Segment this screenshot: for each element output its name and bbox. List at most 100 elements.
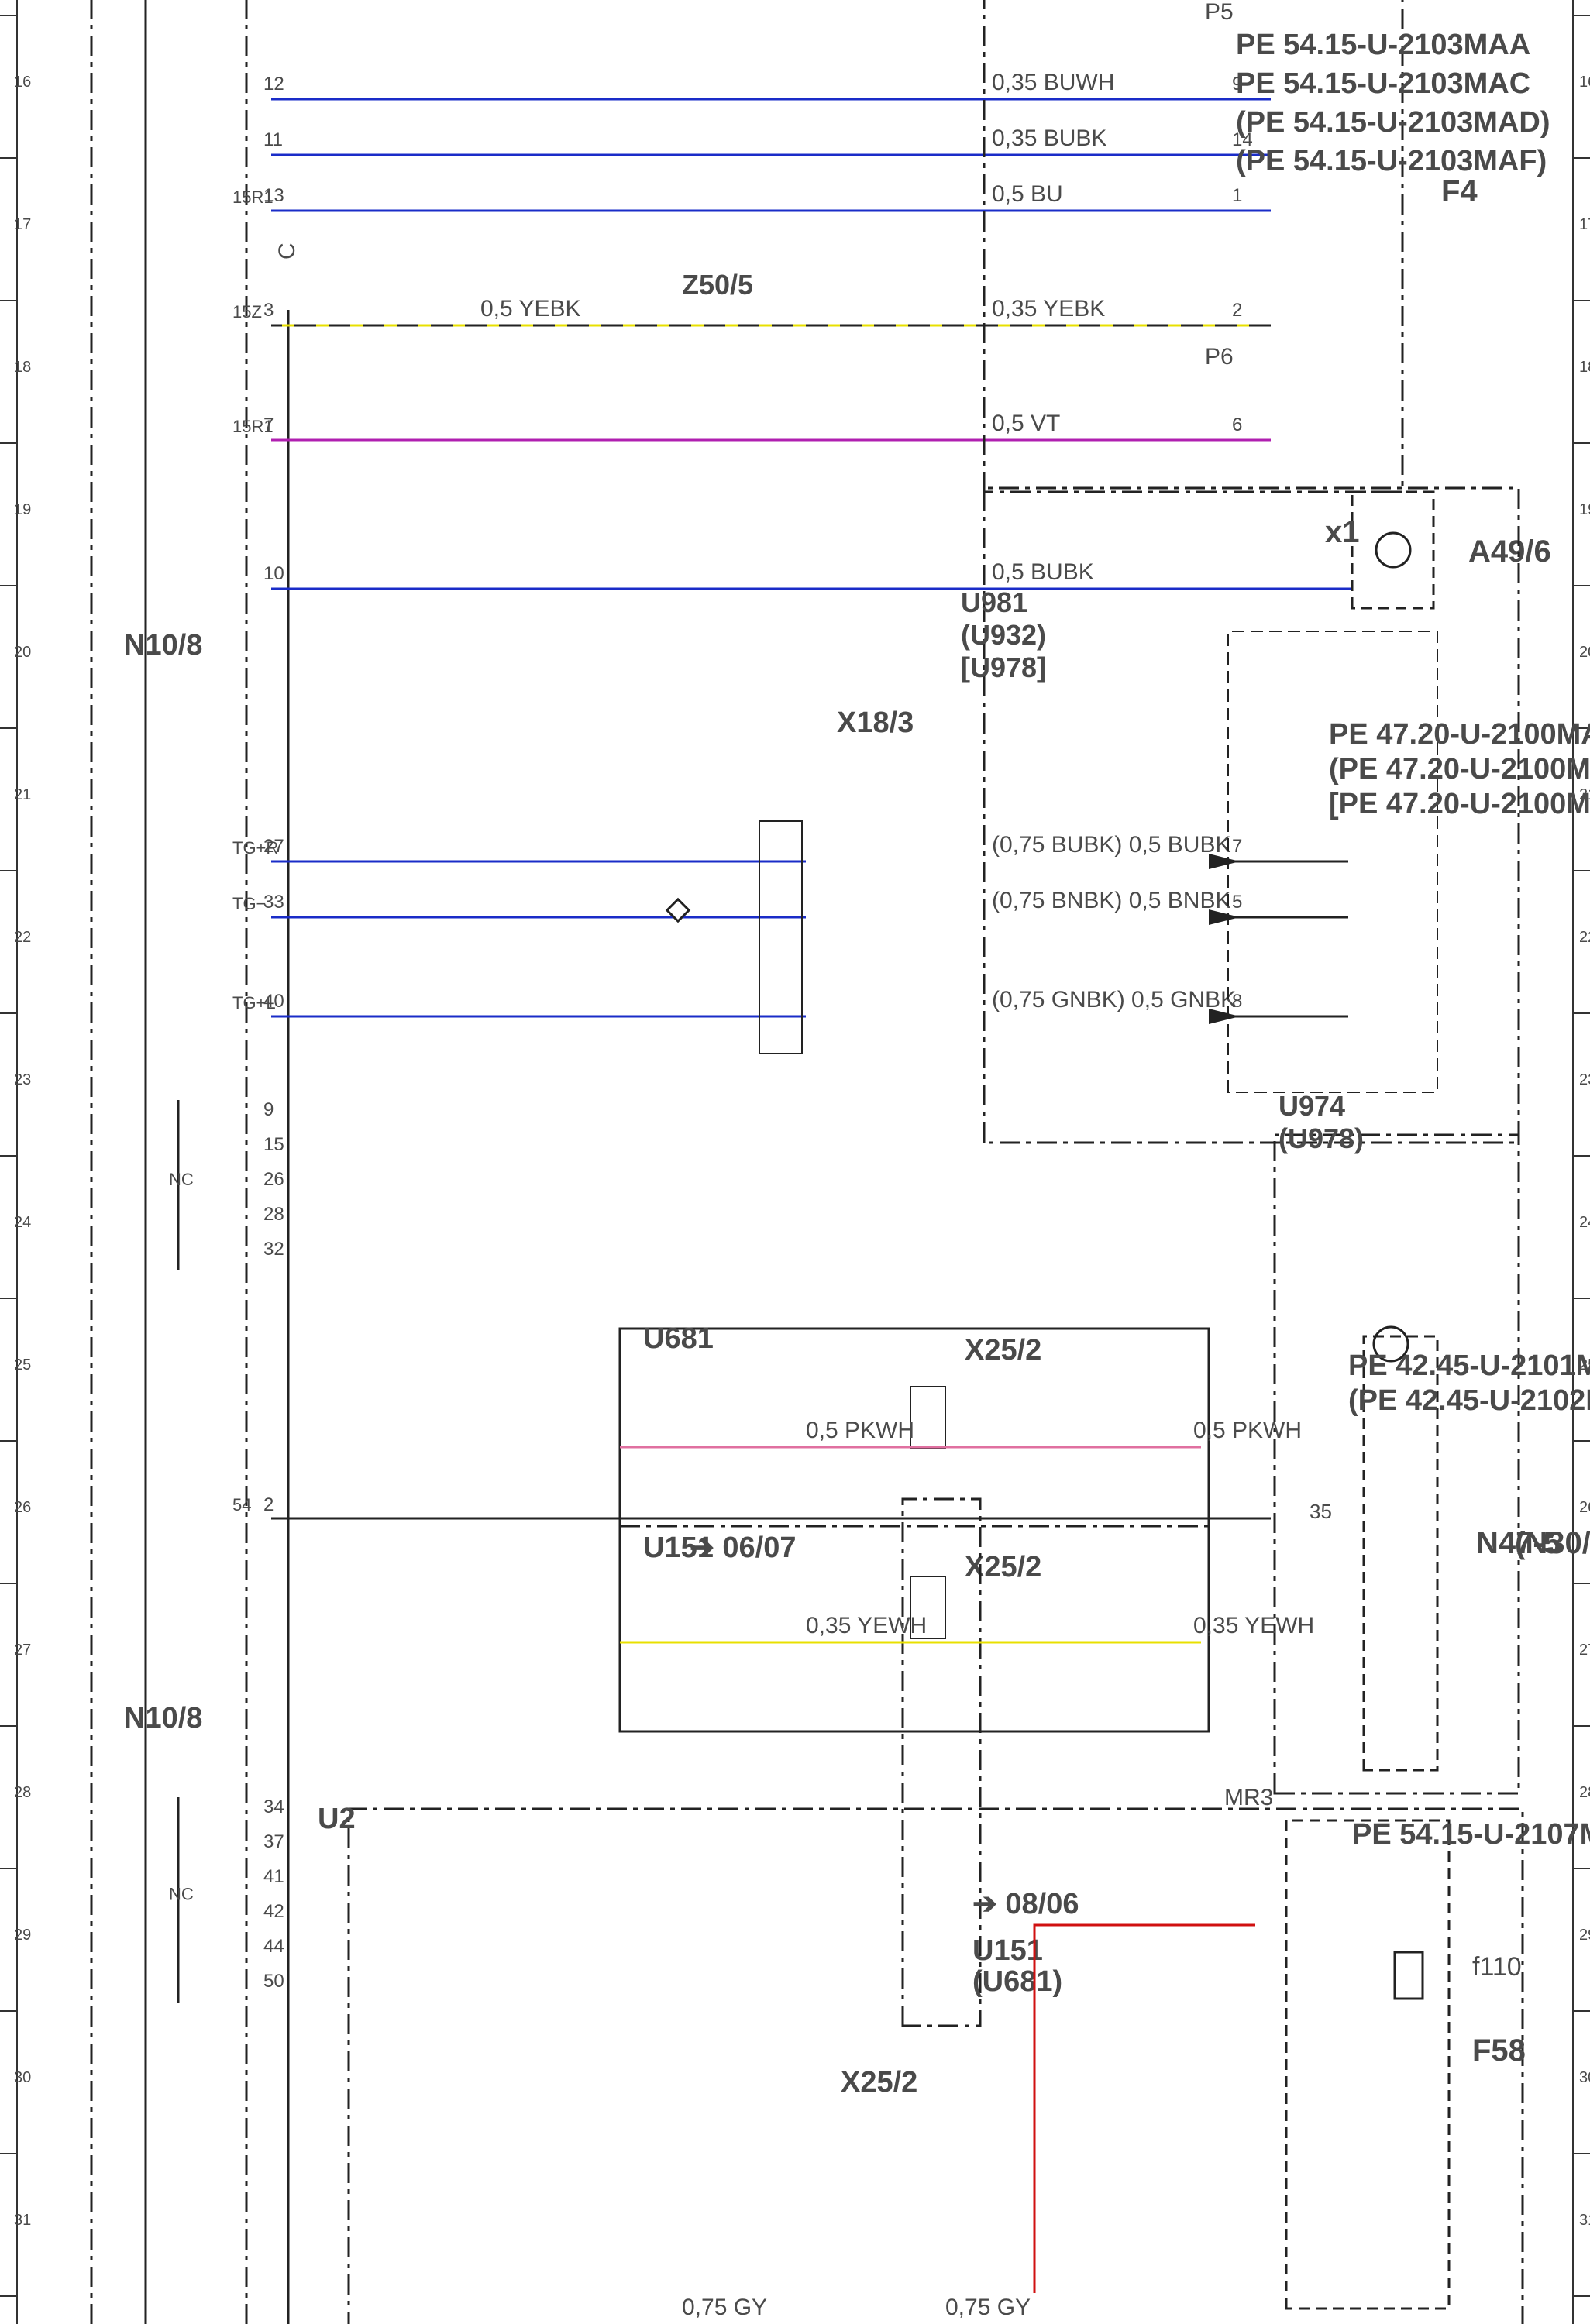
u2-block: U2 MR3 F58 f110 PE 54.15-U-2107MAB ➔ 08/… xyxy=(318,1497,1590,2324)
u2-label: U2 xyxy=(318,1803,356,1835)
signal-arrow-icon xyxy=(1209,854,1240,869)
nc-label: NC xyxy=(169,1170,194,1189)
nc-label: NC xyxy=(169,1885,194,1904)
wire-label: 0,35 YEBK xyxy=(992,296,1105,321)
u981-pe-ref: [PE 47.20-U-2100MAC] xyxy=(1329,788,1590,820)
pkwh-right-label: 0,5 PKWH xyxy=(806,1418,914,1443)
ruler-tick-top: 28 xyxy=(14,1784,31,1801)
x25-2-bottom-label: X25/2 xyxy=(965,1551,1041,1583)
wire-right-pin: 7 xyxy=(263,414,274,435)
u681-code: U681 xyxy=(643,1322,714,1355)
ruler-tick-bottom: 28 xyxy=(1579,1784,1590,1801)
ruler-tick-bottom: 30 xyxy=(1579,2069,1590,2086)
wire-label: 0,35 BUWH xyxy=(992,70,1114,95)
ruler-tick-bottom: 19 xyxy=(1579,501,1590,518)
wire-right-pin: 13 xyxy=(263,185,284,206)
nc-pin: 44 xyxy=(263,1936,284,1957)
f58-label: F58 xyxy=(1472,2033,1526,2068)
a49-6-label: A49/6 xyxy=(1468,535,1551,569)
nc-pin: 41 xyxy=(263,1866,284,1887)
n47-5-antenna-icon xyxy=(1372,1325,1409,1363)
ruler-tick-top: 27 xyxy=(14,1642,31,1659)
wire-label: (0,75 GNBK) 0,5 GNBK xyxy=(992,987,1236,1012)
nc-pin: 9 xyxy=(263,1099,274,1120)
ruler-tick-top: 21 xyxy=(14,786,31,803)
nc-pin: 32 xyxy=(263,1239,284,1260)
wire-label: (0,75 BUBK) 0,5 BUBK xyxy=(992,832,1230,858)
f4-pe-ref: (PE 54.15-U-2103MAD) xyxy=(1236,106,1550,139)
x25-2-lower-label: X25/2 xyxy=(841,2066,917,2099)
n47-5-alt-label: (N30/6) xyxy=(1515,1526,1590,1560)
a49-6-component: A49/6 x1 xyxy=(1325,490,1551,610)
n47-5-pin: 35 xyxy=(1310,1500,1332,1523)
wire-right-pin: 40 xyxy=(263,991,284,1012)
pin54-term: 54 xyxy=(232,1495,251,1514)
wire-left-pin: 7 xyxy=(1232,836,1242,857)
pkwh-left-label: 0,5 PKWH xyxy=(1193,1418,1302,1443)
wire-left-pin: 6 xyxy=(1232,414,1242,435)
wire-right-pin: 11 xyxy=(263,129,283,150)
ruler-tick-top: 25 xyxy=(14,1356,31,1373)
ruler-tick-top: 17 xyxy=(14,216,31,233)
f4-pe-ref: PE 54.15-U-2103MAA xyxy=(1236,29,1530,61)
connector-c-label: C xyxy=(274,242,300,260)
f4-block: F4 P5 P6 (PE 54.15-U-2103MAF)(PE 54.15-U… xyxy=(983,0,1550,493)
red-supply-wire xyxy=(1033,1923,1255,2293)
ruler-tick-top: 29 xyxy=(14,1927,31,1944)
wire-right-pin: 12 xyxy=(263,74,284,95)
ruler-tick-bottom: 31 xyxy=(1579,2212,1590,2229)
ruler-tick-bottom: 23 xyxy=(1579,1071,1590,1088)
wire-terminal: TG− xyxy=(232,894,266,913)
nc-pin: 15 xyxy=(263,1134,284,1155)
ruler-tick-top: 24 xyxy=(14,1214,31,1231)
wire-terminal: 15Z xyxy=(232,302,262,321)
ruler-tick-top: 26 xyxy=(14,1499,31,1516)
wire-label: 0,5 VT xyxy=(992,411,1060,436)
ruler-tick-top: 23 xyxy=(14,1071,31,1088)
u151-code: U151 xyxy=(643,1532,714,1564)
wire-terminal: TG+R xyxy=(232,838,278,858)
u981-code: (U932) xyxy=(961,619,1046,651)
f110-label: f110 xyxy=(1472,1952,1522,1982)
n47-5-pe-refs: (PE 42.45-U-2102MAA)PE 42.45-U-2101MAA xyxy=(1348,1349,1590,1417)
ruler-tick-bottom: 22 xyxy=(1579,929,1590,946)
n10-8-label-b: N10/8 xyxy=(124,1702,202,1734)
u981-block: U981(U932)[U978] [PE 47.20-U-2100MAC](PE… xyxy=(759,486,1590,1144)
wire-right-pin: 33 xyxy=(263,892,284,913)
wire-left-pin: 5 xyxy=(1232,892,1242,913)
wire-label-b: 0,5 YEBK xyxy=(480,296,581,321)
signal-arrow-icon xyxy=(1209,1009,1240,1024)
wire-left-pin: 1 xyxy=(1232,185,1242,206)
yewh-left-label: 0,35 YEWH xyxy=(1193,1613,1314,1638)
u981-code: U981 xyxy=(961,586,1027,618)
u981-pe-refs: [PE 47.20-U-2100MAC](PE 47.20-U-2100MAB)… xyxy=(1329,718,1590,820)
wire-label: 0,35 BUBK xyxy=(992,125,1106,151)
yewh-right-label: 0,35 YEWH xyxy=(806,1613,927,1638)
u981-pe-ref: PE 47.20-U-2100MAA xyxy=(1329,718,1590,751)
u151-lower-code: U151 xyxy=(972,1934,1043,1967)
ruler-tick-top: 31 xyxy=(14,2212,31,2229)
ruler-tick-bottom: 20 xyxy=(1579,644,1590,661)
u981-code: [U978] xyxy=(961,651,1046,683)
z50-5-splice-icon xyxy=(665,897,691,923)
n47-5-pe-ref: (PE 42.45-U-2102MAA) xyxy=(1348,1384,1590,1417)
ruler-tick-bottom: 17 xyxy=(1579,216,1590,233)
u974-codes: U974(U978) xyxy=(1279,1090,1364,1154)
wire-terminal: 15R1 xyxy=(232,417,274,436)
u981-pe-ref: (PE 47.20-U-2100MAB) xyxy=(1329,753,1590,786)
f4-label: F4 xyxy=(1441,174,1478,208)
ruler-tick-top: 20 xyxy=(14,644,31,661)
ruler-tick-bottom: 26 xyxy=(1579,1499,1590,1516)
gy-left-label: 0,75 GY xyxy=(945,2295,1031,2320)
ruler-tick-top: 16 xyxy=(14,74,31,91)
u974-code: (U978) xyxy=(1279,1122,1364,1154)
wire-label: 0,5 BU xyxy=(992,181,1063,207)
nc-pin: 42 xyxy=(263,1901,284,1922)
pin54-pin: 2 xyxy=(263,1494,274,1515)
ruler-tick-top: 22 xyxy=(14,929,31,946)
wire-terminal: 15R1 xyxy=(232,187,274,207)
ruler-tick-top: 19 xyxy=(14,501,31,518)
ruler-tick-bottom: 25 xyxy=(1579,1356,1590,1373)
mr3-label: MR3 xyxy=(1224,1785,1273,1810)
